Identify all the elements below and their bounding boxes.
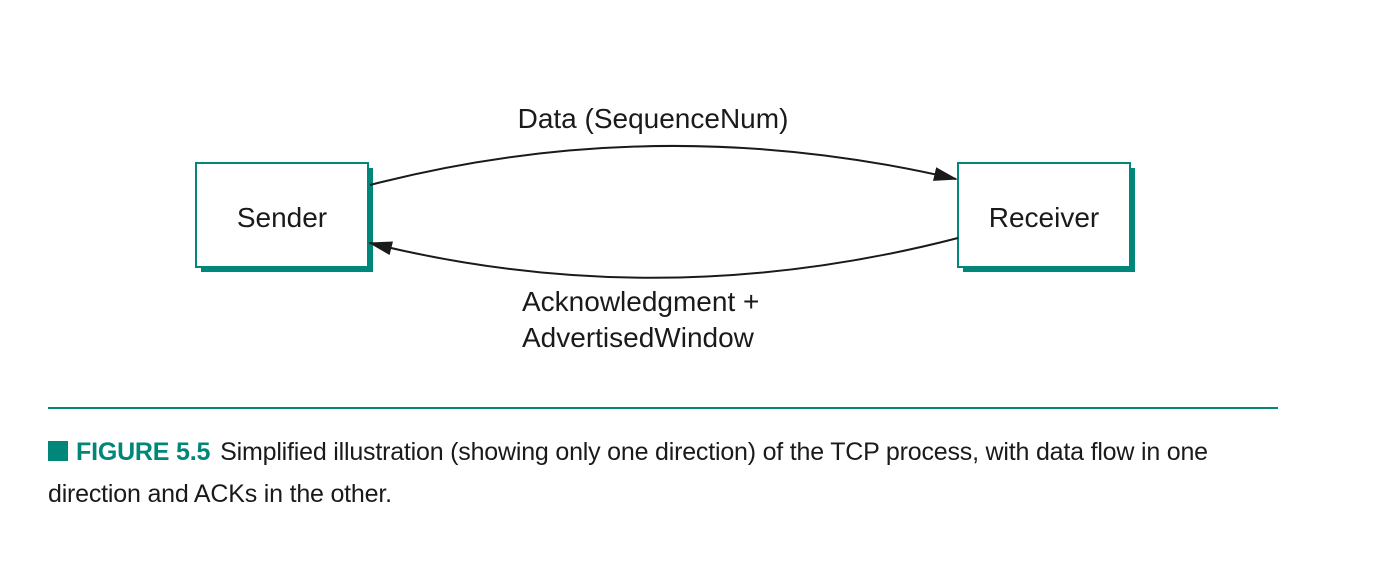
tcp-flow-diagram: Sender Receiver Data (SequenceNum) Ackno… [195,103,1135,353]
caption-divider [48,407,1278,409]
square-icon [48,441,68,461]
receiver-label: Receiver [989,202,1099,233]
ack-arrow [368,237,959,279]
sender-node: Sender [195,162,373,272]
data-arrow [369,144,958,186]
figure-id: FIGURE 5.5 [76,438,211,466]
receiver-node: Receiver [957,162,1135,272]
ack-edge-label-line1: Acknowledgment + [522,286,759,317]
data-edge-label: Data (SequenceNum) [518,103,789,134]
ack-edge-label-line2: AdvertisedWindow [522,322,755,353]
sender-label: Sender [237,202,327,233]
caption-text: Simplified illustration (showing only on… [48,438,1208,508]
